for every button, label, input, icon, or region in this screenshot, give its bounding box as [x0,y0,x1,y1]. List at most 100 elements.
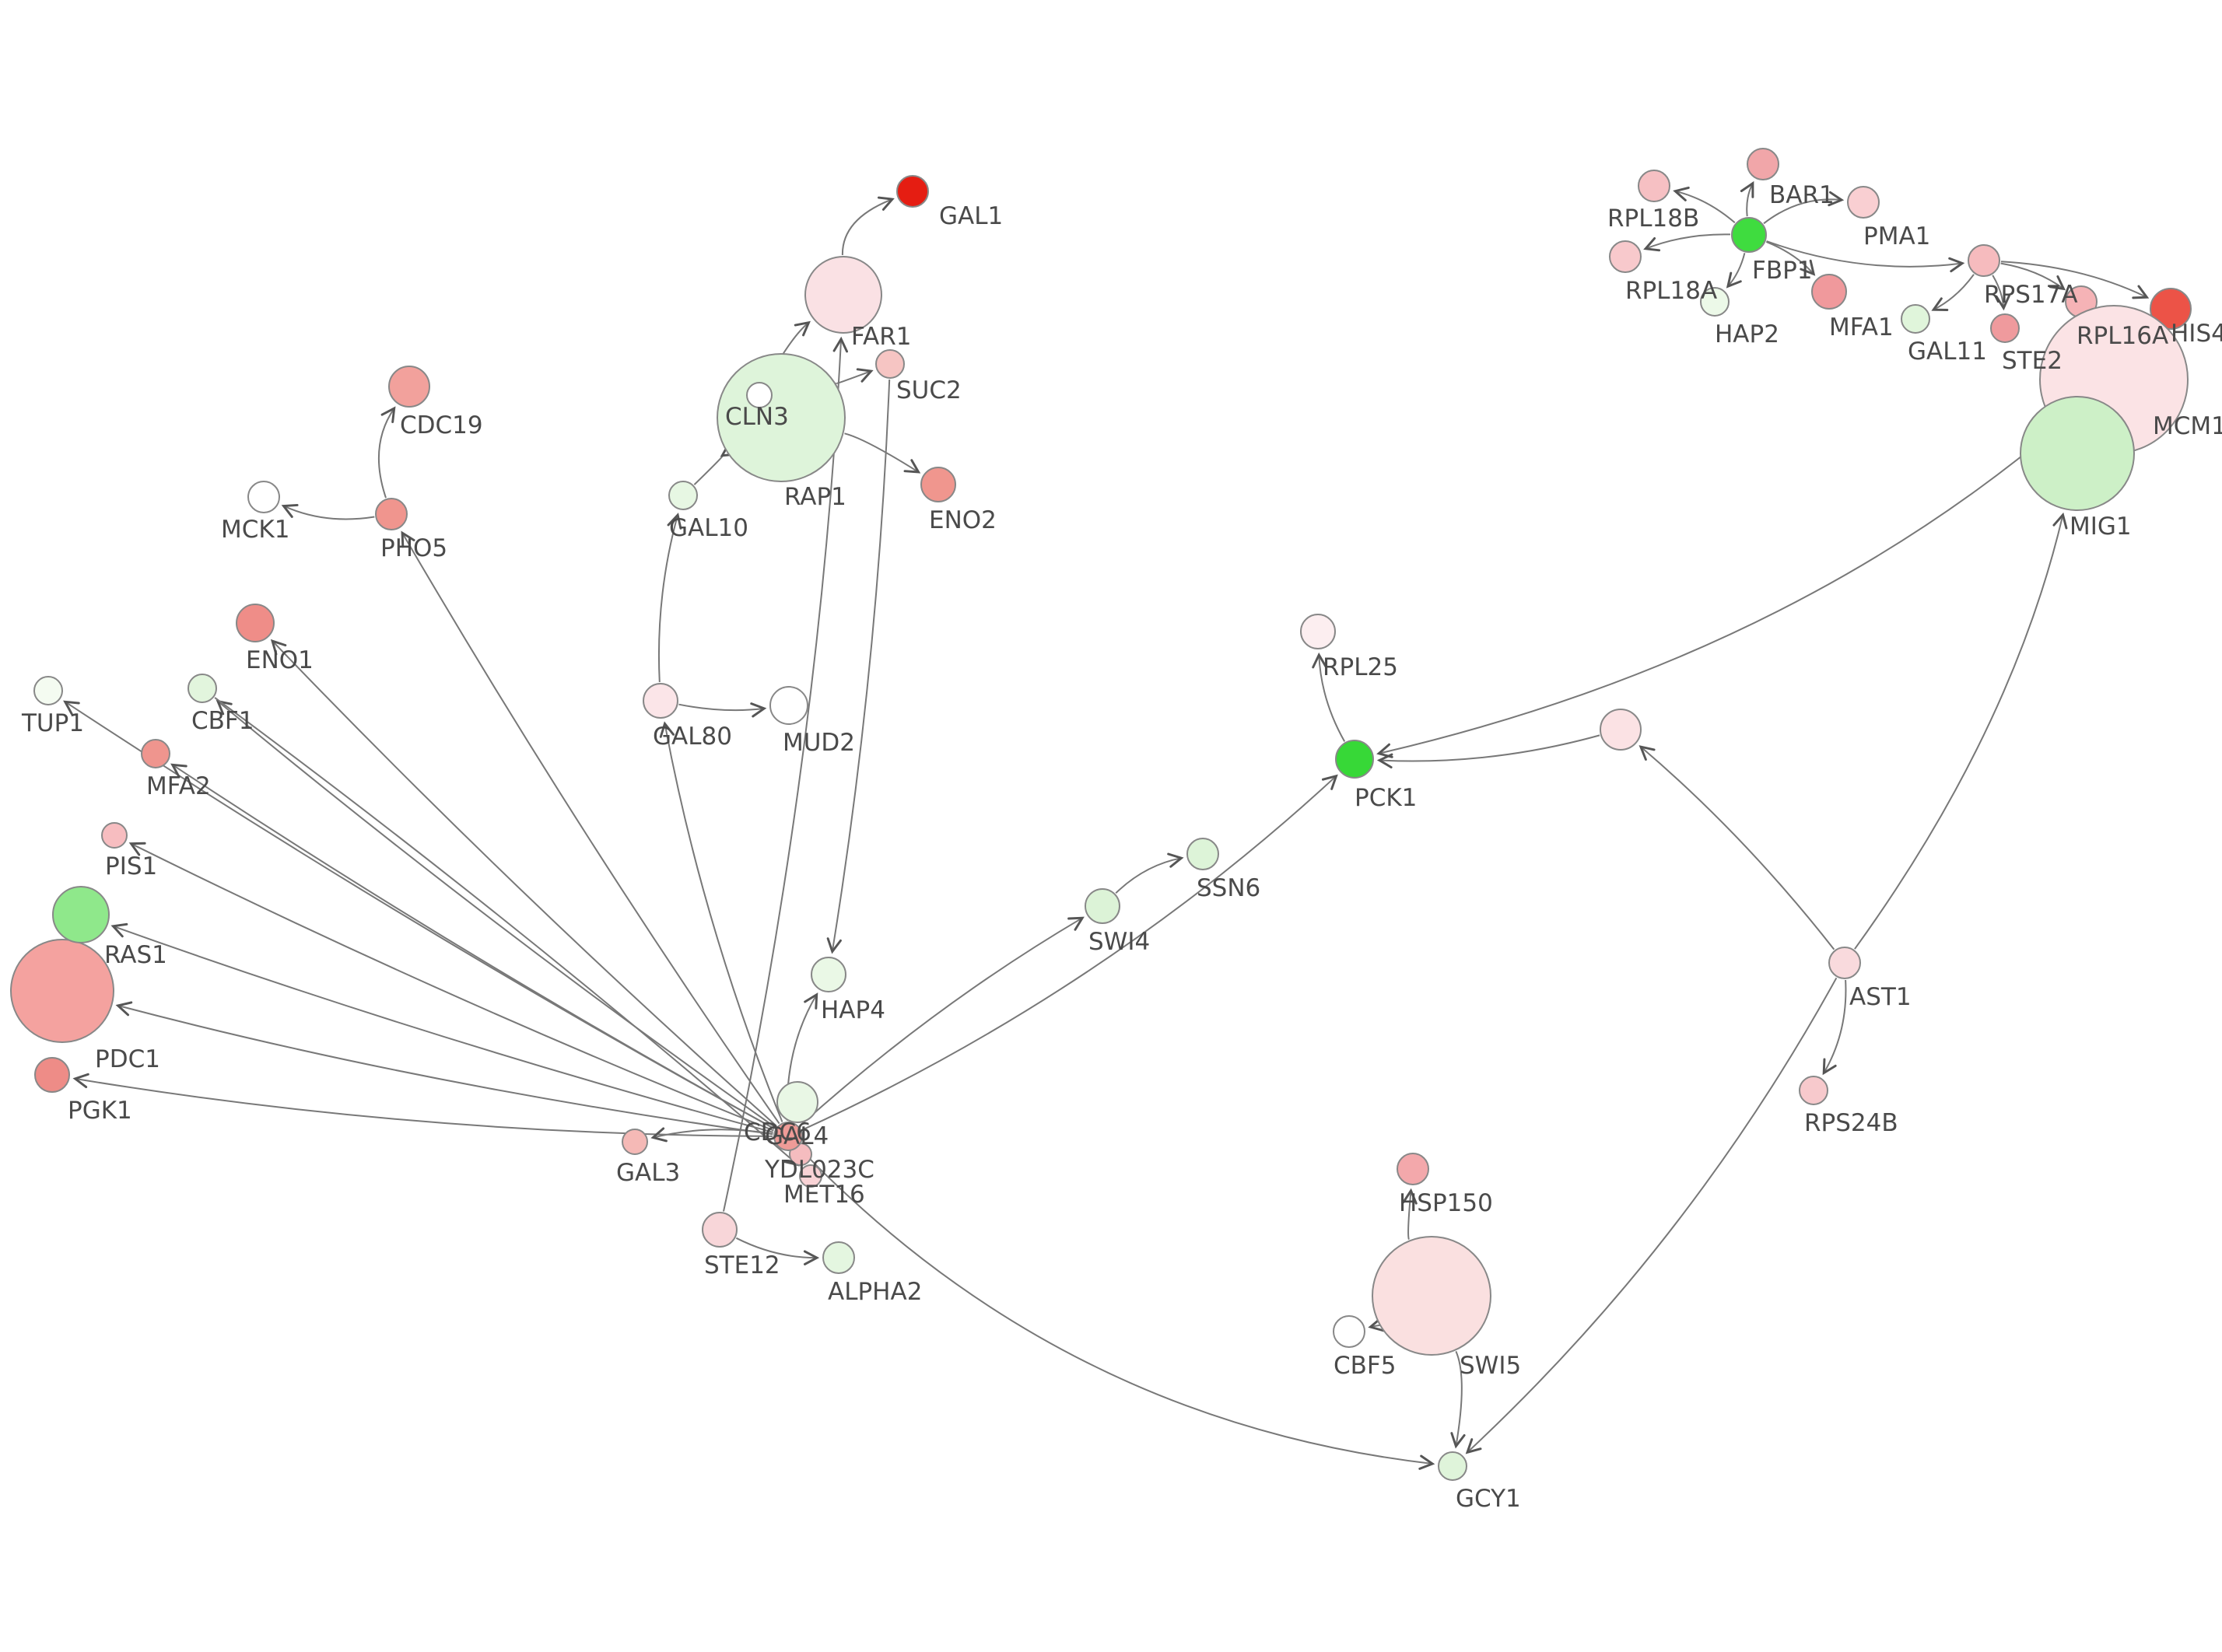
node-GAL80[interactable] [643,683,678,719]
node-CDC19[interactable] [388,366,430,408]
node-MUD2[interactable] [769,686,808,725]
node-PDC1[interactable] [10,939,114,1043]
edge-SUC2-HAP4[interactable] [826,379,891,954]
edge-GAL4-PHO5[interactable] [401,530,780,1125]
edge-NODE27-PCK1[interactable] [1376,734,1600,768]
edge-FBP1-RPL18B[interactable] [1673,186,1736,224]
node-CBF1[interactable] [188,674,217,703]
edge-STE12-ALPHA2[interactable] [735,1237,820,1265]
node-GCY1[interactable] [1438,1451,1467,1481]
node-SWI4[interactable] [1085,888,1120,924]
node-SSN6[interactable] [1186,838,1219,870]
node-SWI5[interactable] [1372,1236,1491,1356]
node-FAR1[interactable] [804,256,882,334]
node-ENO1[interactable] [236,604,275,642]
node-PCK1[interactable] [1335,740,1374,779]
node-MFA1[interactable] [1811,274,1847,310]
edge-MCM1-PCK1[interactable] [1376,427,2057,758]
node-CBF5[interactable] [1333,1315,1365,1348]
node-GAL4[interactable] [773,1122,803,1151]
edge-FBP1-PMA1[interactable] [1763,191,1845,225]
edge-FBP1-RPL18A[interactable] [1643,233,1731,252]
node-NODE27[interactable] [1600,709,1642,751]
node-HAP4[interactable] [811,957,846,992]
node-RPL18A[interactable] [1609,240,1642,273]
edge-STE12-FAR1[interactable] [723,336,848,1212]
node-AST1[interactable] [1828,947,1861,979]
edge-AST1-RPS24B[interactable] [1822,979,1847,1076]
node-ENO2[interactable] [920,467,956,502]
node-label-GAL11: GAL11 [1908,338,1987,366]
edge-GAL4-TUP1[interactable] [63,700,775,1130]
node-HSP150[interactable] [1397,1153,1429,1185]
edge-GAL80-MUD2[interactable] [678,702,767,718]
node-GAL11[interactable] [1901,304,1930,334]
node-HAP2[interactable] [1700,287,1730,317]
node-FBP1[interactable] [1731,217,1767,253]
node-GAL3[interactable] [622,1129,648,1155]
node-GAL1[interactable] [896,175,929,208]
edge-GAL4-RAS1[interactable] [110,922,773,1133]
node-label-GAL3: GAL3 [616,1159,680,1187]
node-PGK1[interactable] [34,1057,70,1093]
node-RAP1[interactable] [717,353,846,482]
edge-AST1-MIG1[interactable] [1854,512,2068,950]
edge-GAL80-GAL10[interactable] [657,513,682,683]
node-BAR1[interactable] [1747,148,1779,180]
node-MET16[interactable] [799,1164,822,1188]
node-SUC2[interactable] [875,349,905,379]
edge-GAL4-SWI4[interactable] [799,916,1085,1127]
edge-FBP1-RPS17A[interactable] [1766,240,1965,273]
edge-RPS17A-HIS4[interactable] [2000,261,2150,299]
node-RPS24B[interactable] [1799,1076,1828,1105]
edge-RPS17A-RPL16A[interactable] [2000,262,2066,291]
edge-GAL4-PCK1[interactable] [801,774,1338,1131]
edge-PHO5-MCK1[interactable] [281,503,375,520]
edge-AST1-GCY1[interactable] [1465,977,1838,1454]
edge-GAL4-PIS1[interactable] [128,842,774,1132]
edge-GAL4-PDC1[interactable] [115,1001,773,1136]
node-HIS4[interactable] [2150,288,2192,330]
edge-FAR1-GAL1[interactable] [841,196,895,256]
edge-GAL4-GCY1[interactable] [798,1146,1435,1470]
node-RPL18B[interactable] [1638,170,1670,202]
node-ALPHA2[interactable] [822,1241,855,1274]
edge-GAL4-MFA2[interactable] [170,763,775,1130]
edge-SWI5-GCY1[interactable] [1450,1351,1466,1449]
edge-RPS17A-GAL11[interactable] [1931,274,1975,311]
edge-FBP1-BAR1[interactable] [1740,180,1754,217]
edge-PHO5-CDC19[interactable] [377,406,396,499]
edge-RAP1-SUC2[interactable] [835,368,874,384]
node-label-YDL023C: YDL023C [764,1156,874,1184]
node-label-SWI5: SWI5 [1460,1352,1521,1380]
edge-GAL10-RAP1[interactable] [693,442,738,485]
node-RPS17A[interactable] [1968,244,2000,277]
edge-AST1-NODE27[interactable] [1638,745,1835,950]
edge-RAP1-ENO2[interactable] [844,432,921,474]
node-CLN3[interactable] [746,382,773,408]
node-GAL10[interactable] [668,481,698,510]
edge-GAL4-ENO1[interactable] [270,639,777,1127]
node-RAS1[interactable] [52,886,110,943]
edge-SWI4-SSN6[interactable] [1115,852,1184,894]
node-MCK1[interactable] [247,481,280,513]
node-STE2[interactable] [1990,313,2020,343]
edge-PCK1-RPL25[interactable] [1312,652,1346,742]
edge-GAL4-CBF1[interactable] [216,699,776,1129]
node-PIS1[interactable] [101,822,128,849]
node-STE12[interactable] [702,1212,738,1248]
edge-GAL4-GAL80[interactable] [659,721,783,1122]
edge-FBP1-HAP2[interactable] [1726,253,1746,289]
node-MFA2[interactable] [141,739,170,768]
node-PMA1[interactable] [1847,186,1880,219]
edge-CBF1-MET16[interactable] [214,697,800,1167]
edge-SWI5-HSP150[interactable] [1402,1188,1418,1240]
node-MIG1[interactable] [2020,396,2135,511]
node-PHO5[interactable] [375,498,408,530]
node-TUP1[interactable] [33,676,63,705]
edge-RPS17A-STE2[interactable] [1992,275,2010,311]
edge-FBP1-MFA1[interactable] [1765,240,1816,276]
node-label-ALPHA2: ALPHA2 [828,1278,922,1306]
node-CDC6[interactable] [776,1081,818,1123]
node-RPL25[interactable] [1300,614,1336,649]
